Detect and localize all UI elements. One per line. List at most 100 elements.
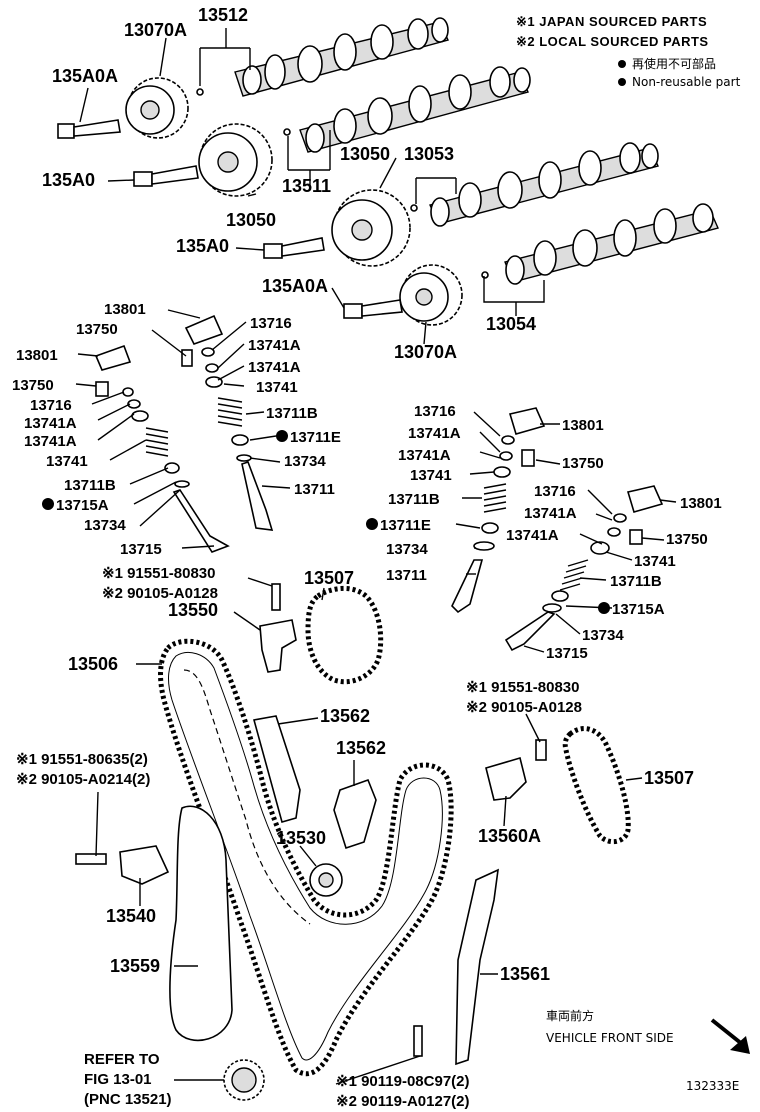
label-13512: 13512 <box>198 5 248 25</box>
vvt-gear-13070A-top <box>125 77 189 139</box>
label-13750-c: 13750 <box>562 455 604 472</box>
non-reusable-marker-icon <box>598 602 610 614</box>
camshaft-upper-right <box>299 66 531 153</box>
label-13750-b: 13750 <box>12 377 54 394</box>
label-13734-c: 13734 <box>386 541 428 558</box>
label-13506: 13506 <box>68 654 118 674</box>
label-bolt4-local: ※2 90119-A0127(2) <box>336 1093 470 1110</box>
label-13715-b: 13715 <box>546 645 588 662</box>
damper-13540 <box>119 845 170 885</box>
label-13559: 13559 <box>110 956 160 976</box>
bolt-13550 <box>271 583 281 611</box>
bolt-135A0-left <box>133 165 199 187</box>
label-13716-b: 13716 <box>30 397 72 414</box>
valvetrain-left <box>94 314 274 553</box>
label-13050-right: 13050 <box>340 144 390 164</box>
label-13734-a: 13734 <box>284 453 326 470</box>
non-reusable-marker-icon <box>42 498 54 510</box>
label-bolt3-local: ※2 90105-A0214(2) <box>16 771 150 788</box>
label-13741A-c: 13741A <box>24 415 77 432</box>
label-bolt3-jp: ※1 91551-80635(2) <box>16 751 148 768</box>
label-13801-d: 13801 <box>680 495 722 512</box>
rocker-arm-13801-d <box>626 485 664 513</box>
legend-reuse-en: Non-reusable part <box>632 75 741 89</box>
camshaft-lower-right <box>504 203 719 285</box>
rocker-arm-13801-c <box>508 407 546 435</box>
label-bolt2-local: ※2 90105-A0128 <box>466 699 582 716</box>
label-13560A: 13560A <box>478 826 541 846</box>
label-13711E-a: 13711E <box>290 429 341 446</box>
pin-13054 <box>481 271 489 279</box>
label-13741A-e: 13741A <box>408 425 461 442</box>
leader-lines <box>75 28 677 1085</box>
non-reusable-marker-icon <box>618 60 626 68</box>
label-13562-a: 13562 <box>320 706 370 726</box>
pin-13511 <box>283 128 291 136</box>
label-135A0A-top: 135A0A <box>52 66 118 86</box>
label-135A0-left: 135A0 <box>42 170 95 190</box>
legend-reuse-jp: 再使用不可部品 <box>632 56 716 71</box>
label-13711-a: 13711 <box>294 481 335 498</box>
label-135A0-mid: 135A0 <box>176 236 229 256</box>
label-13741A-f: 13741A <box>398 447 451 464</box>
non-reusable-marker-icon <box>366 518 378 530</box>
bolt-13540 <box>75 853 107 865</box>
label-13507-a: 13507 <box>304 568 354 588</box>
secondary-chain-13507-left <box>305 586 384 685</box>
label-refer-3: (PNC 13521) <box>84 1091 172 1108</box>
label-13734-b: 13734 <box>84 517 126 534</box>
bolt-135A0A-mid <box>343 299 403 319</box>
chain-guide-13562-b <box>333 778 377 850</box>
label-front-en: VEHICLE FRONT SIDE <box>546 1031 674 1045</box>
bolt-13561 <box>413 1025 423 1057</box>
label-13715A-b: 13715A <box>612 601 665 618</box>
chain-slipper-13559 <box>169 805 233 1042</box>
label-13716-d: 13716 <box>534 483 576 500</box>
label-13716-a: 13716 <box>250 315 292 332</box>
secondary-chain-13507-right <box>562 726 631 845</box>
label-13711B-d: 13711B <box>610 573 662 590</box>
label-135A0A-mid: 135A0A <box>262 276 328 296</box>
label-13550: 13550 <box>168 600 218 620</box>
label-bolt2-jp: ※1 91551-80830 <box>466 679 580 696</box>
label-13741A-a: 13741A <box>248 337 301 354</box>
label-13540: 13540 <box>106 906 156 926</box>
timing-chain-13506 <box>158 638 454 1077</box>
label-13801-b: 13801 <box>16 347 58 364</box>
label-13511: 13511 <box>282 176 331 196</box>
label-13741A-b: 13741A <box>248 359 301 376</box>
bolt-13560A <box>535 739 547 761</box>
chain-tensioner-13550 <box>259 619 297 673</box>
label-13741-a: 13741 <box>256 379 298 396</box>
label-13507-b: 13507 <box>644 768 694 788</box>
vvt-gear-13070A-mid <box>399 264 463 326</box>
label-13053: 13053 <box>404 144 454 164</box>
rocker-arm-13801-b <box>94 344 132 371</box>
label-13750-d: 13750 <box>666 531 708 548</box>
camshaft-upper-left <box>234 17 449 97</box>
non-reusable-marker-icon <box>276 430 288 442</box>
figure-id: 132333E <box>686 1079 739 1093</box>
label-13711B-c: 13711B <box>388 491 440 508</box>
label-bolt1-local: ※2 90105-A0128 <box>102 585 218 602</box>
label-13741A-g: 13741A <box>524 505 577 522</box>
label-bolt4-jp: ※1 90119-08C97(2) <box>336 1073 470 1090</box>
label-refer-2: FIG 13-01 <box>84 1071 152 1088</box>
chain-guide-13561 <box>455 868 499 1066</box>
label-13711B-a: 13711B <box>266 405 318 422</box>
label-13711E-b: 13711E <box>380 517 431 534</box>
legend-note-1: ※1 JAPAN SOURCED PARTS <box>516 14 707 29</box>
legend-note-2: ※2 LOCAL SOURCED PARTS <box>516 34 709 49</box>
label-bolt1-jp: ※1 91551-80830 <box>102 565 216 582</box>
label-13801-c: 13801 <box>562 417 604 434</box>
label-13801-a: 13801 <box>104 301 146 318</box>
label-front-jp: 車両前方 <box>546 1008 594 1023</box>
vvt-gear-13050-left <box>198 123 273 197</box>
label-13070A-mid: 13070A <box>394 342 457 362</box>
label-13750-a: 13750 <box>76 321 118 338</box>
label-13050-left: 13050 <box>226 210 276 230</box>
label-refer-1: REFER TO <box>84 1051 160 1068</box>
label-13530: 13530 <box>276 828 326 848</box>
label-13715-a: 13715 <box>120 541 162 558</box>
